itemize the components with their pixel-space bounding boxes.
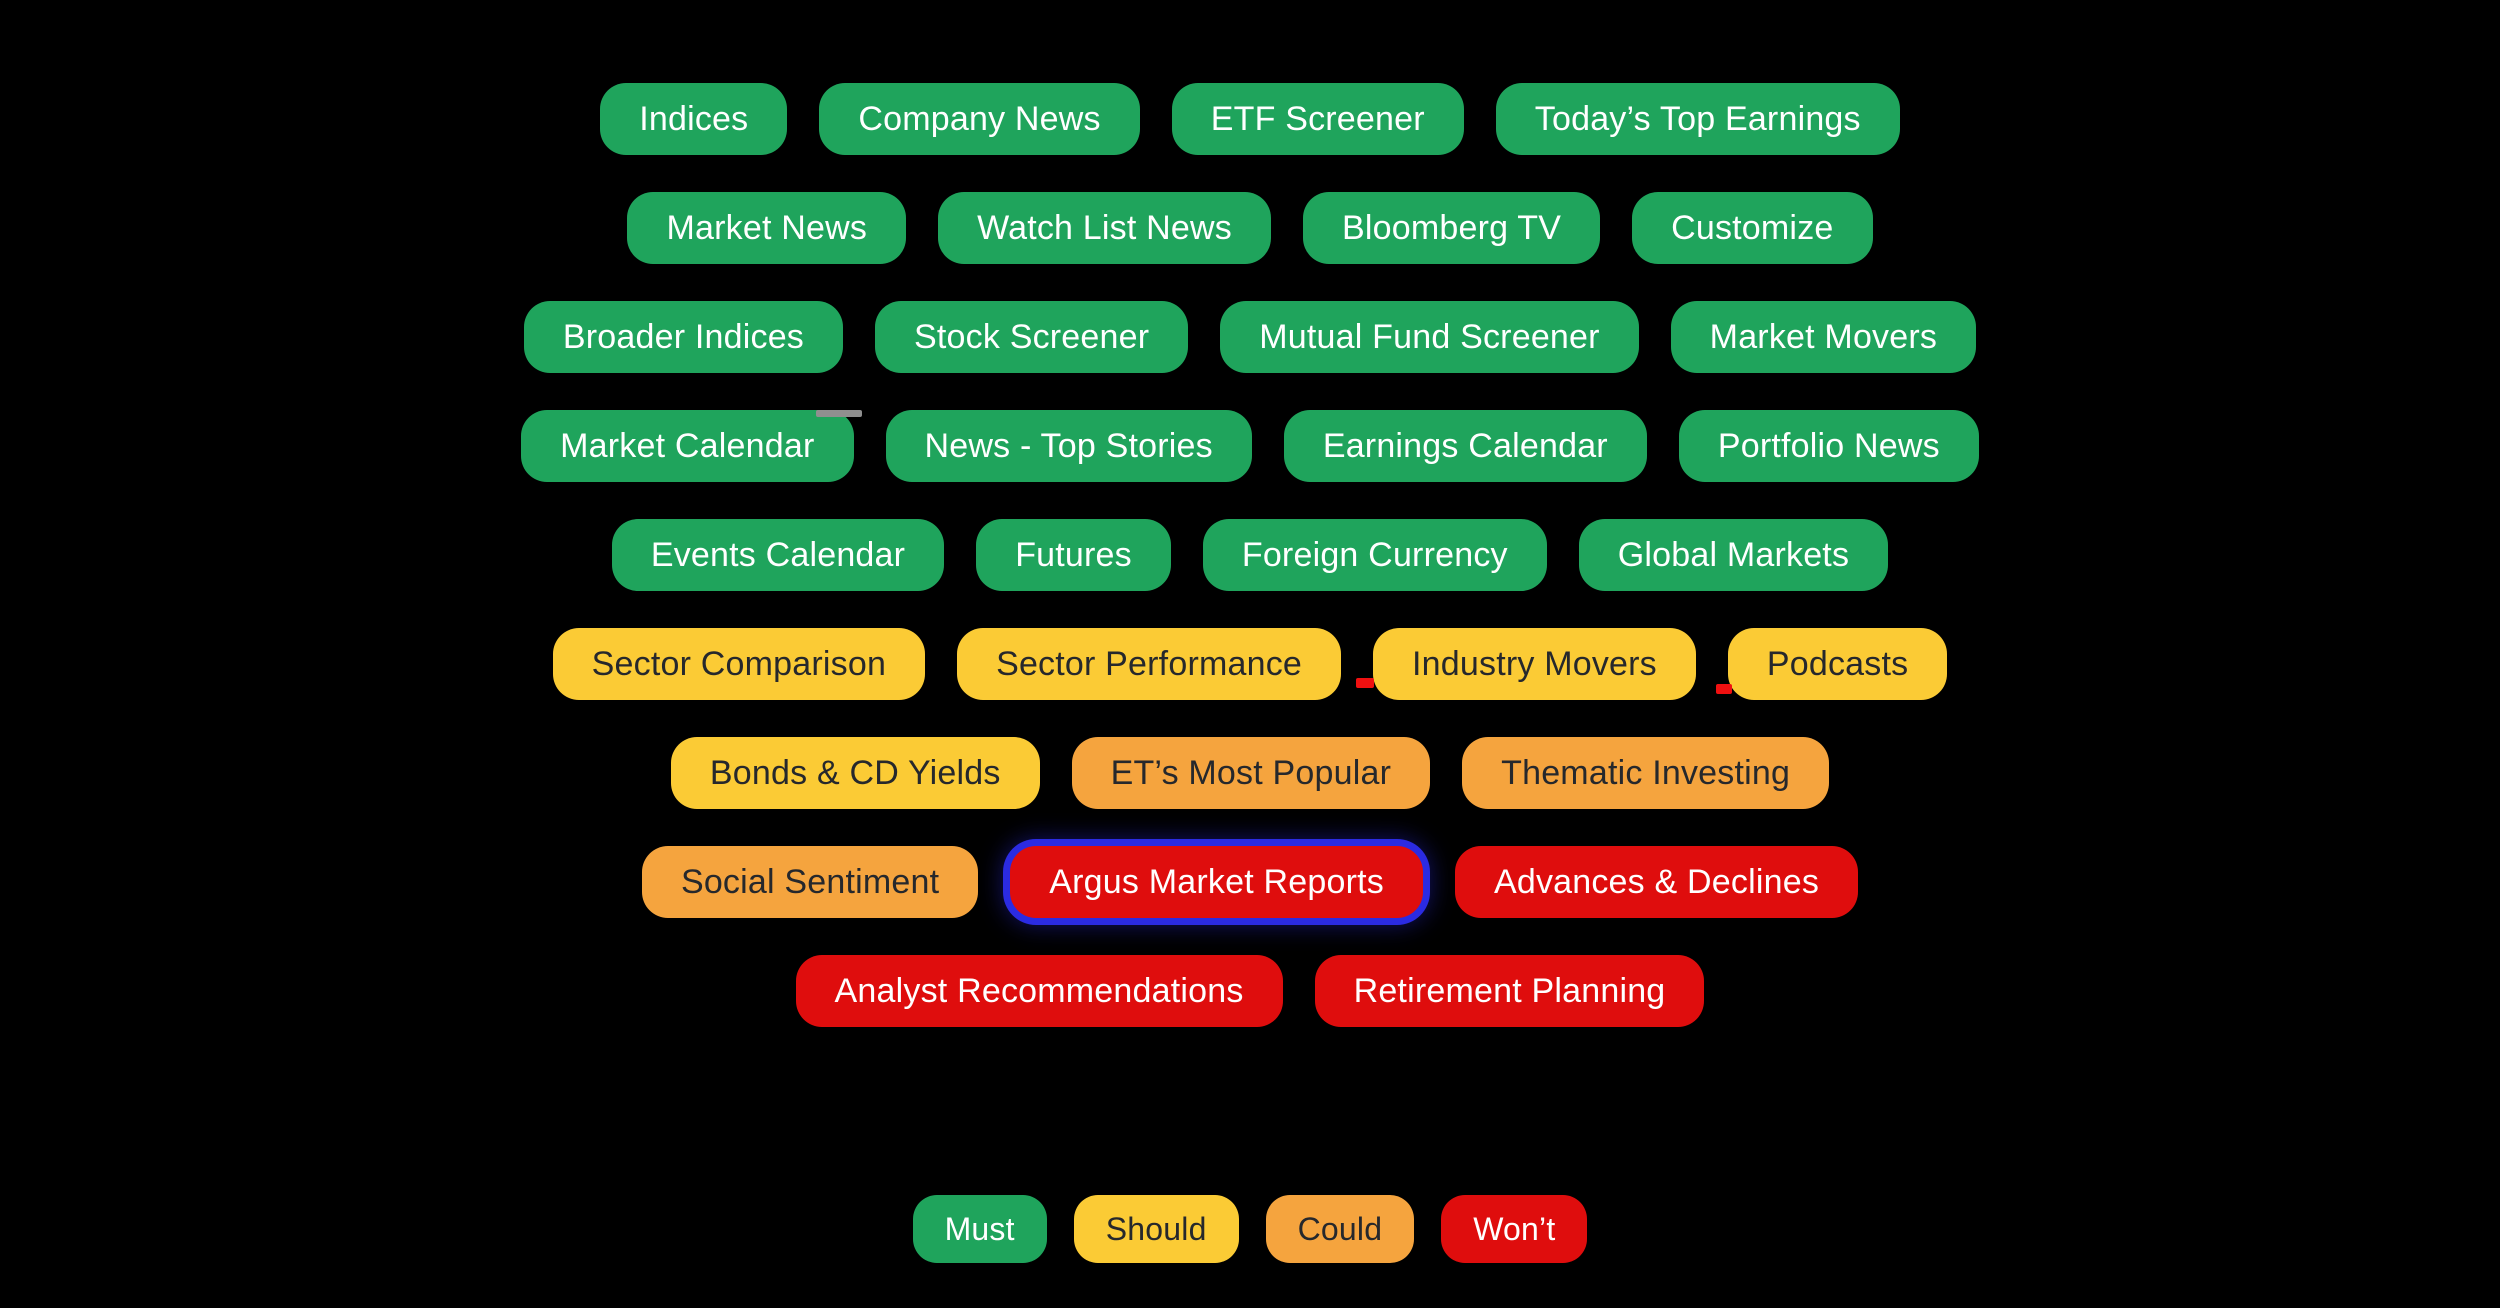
feature-pill-argus-market-reports[interactable]: Argus Market Reports	[1010, 846, 1423, 918]
feature-pill-mutual-fund-screener[interactable]: Mutual Fund Screener	[1220, 301, 1639, 373]
feature-pill-broader-indices[interactable]: Broader Indices	[523, 301, 844, 373]
feature-pill-earnings-calendar[interactable]: Earnings Calendar	[1283, 410, 1647, 482]
feature-pill-advances-declines[interactable]: Advances & Declines	[1454, 846, 1859, 918]
legend-pill-should: Should	[1073, 1195, 1239, 1263]
feature-pill-watch-list-news[interactable]: Watch List News	[938, 192, 1271, 264]
feature-pill-news-top-stories[interactable]: News - Top Stories	[885, 410, 1252, 482]
feature-pill-analyst-recommendations[interactable]: Analyst Recommendations	[795, 955, 1283, 1027]
feature-pill-retirement-planning[interactable]: Retirement Planning	[1314, 955, 1705, 1027]
feature-pill-indices[interactable]: Indices	[600, 83, 788, 155]
feature-pill-market-news[interactable]: Market News	[627, 192, 907, 264]
priority-legend: Must Should Could Won’t	[912, 1195, 1588, 1263]
pill-row: Indices Company News ETF Screener Today’s T…	[521, 83, 1979, 155]
legend-pill-won-t: Won’t	[1441, 1195, 1588, 1263]
feature-pill-et-s-most-popular[interactable]: ET’s Most Popular	[1071, 737, 1431, 809]
feature-pill-industry-movers[interactable]: Industry Movers	[1373, 628, 1696, 700]
stray-connector-mark	[1716, 684, 1732, 694]
feature-pill-bloomberg-tv[interactable]: Bloomberg TV	[1302, 192, 1601, 264]
pill-row: Broader Indices Stock Screener Mutual Fund…	[521, 301, 1979, 373]
feature-pill-stock-screener[interactable]: Stock Screener	[875, 301, 1189, 373]
legend-pill-must: Must	[912, 1195, 1047, 1263]
feature-pill-bonds-cd-yields[interactable]: Bonds & CD Yields	[670, 737, 1040, 809]
feature-pill-foreign-currency[interactable]: Foreign Currency	[1202, 519, 1547, 591]
feature-pill-company-news[interactable]: Company News	[819, 83, 1140, 155]
stray-connector-mark	[1356, 678, 1374, 688]
pill-row: Social Sentiment Argus Market Reports Adva…	[521, 846, 1979, 918]
legend-pill-could: Could	[1265, 1195, 1415, 1263]
feature-pill-social-sentiment[interactable]: Social Sentiment	[641, 846, 979, 918]
feature-pill-events-calendar[interactable]: Events Calendar	[611, 519, 945, 591]
feature-pill-sector-comparison[interactable]: Sector Comparison	[552, 628, 926, 700]
pill-row: Market News Watch List News Bloomberg TV Cu…	[521, 192, 1979, 264]
pill-row: Bonds & CD Yields ET’s Most Popular Themat…	[521, 737, 1979, 809]
pill-row: Market Calendar News - Top Stories Earning…	[521, 410, 1979, 482]
feature-pill-today-s-top-earnings[interactable]: Today’s Top Earnings	[1495, 83, 1900, 155]
feature-pill-podcasts[interactable]: Podcasts	[1727, 628, 1948, 700]
feature-pill-thematic-investing[interactable]: Thematic Investing	[1462, 737, 1830, 809]
pill-row: Analyst Recommendations Retirement Planni…	[521, 955, 1979, 1027]
feature-pill-global-markets[interactable]: Global Markets	[1578, 519, 1889, 591]
pill-row: Events Calendar Futures Foreign Currency Gl…	[521, 519, 1979, 591]
feature-pill-market-calendar[interactable]: Market Calendar	[521, 410, 854, 482]
pill-row: Sector Comparison Sector Performance Indus…	[521, 628, 1979, 700]
feature-pill-portfolio-news[interactable]: Portfolio News	[1678, 410, 1979, 482]
feature-pill-futures[interactable]: Futures	[976, 519, 1171, 591]
feature-pill-sector-performance[interactable]: Sector Performance	[957, 628, 1342, 700]
feature-rows: Indices Company News ETF Screener Today’s T…	[521, 83, 1979, 1064]
feature-pill-etf-screener[interactable]: ETF Screener	[1171, 83, 1464, 155]
feature-pill-market-movers[interactable]: Market Movers	[1670, 301, 1977, 373]
stray-connector-mark	[816, 410, 862, 417]
feature-pill-customize[interactable]: Customize	[1632, 192, 1873, 264]
